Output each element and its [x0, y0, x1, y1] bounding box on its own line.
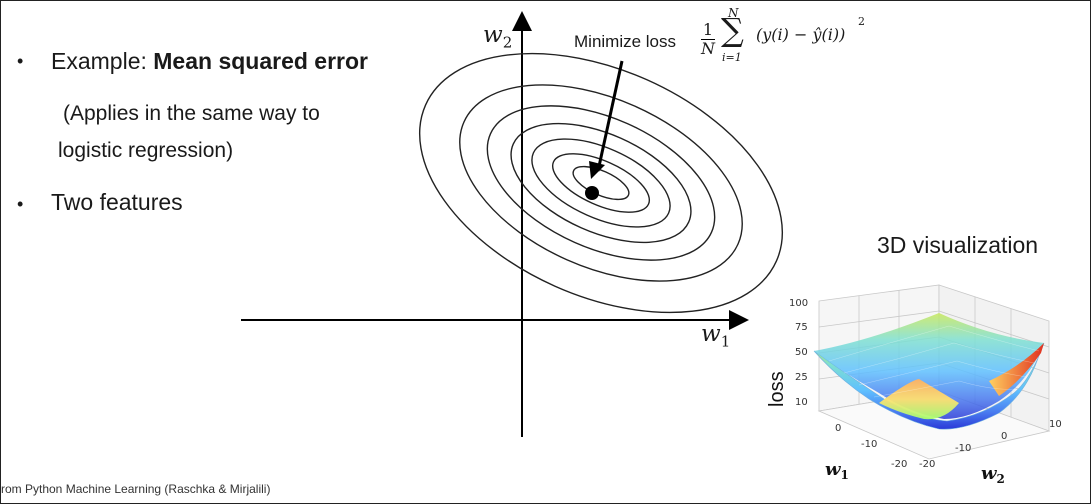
w1-tick-label: -10 — [861, 439, 877, 450]
loss-surface-plot: 100 75 50 25 10 0 -10 -20 10 0 -10 -20 l… — [766, 284, 1062, 486]
w2-tick-label: 0 — [1001, 431, 1007, 442]
mesh-line — [858, 360, 1028, 386]
mesh-line — [828, 325, 1040, 362]
formula-sum-sign: ∑ — [721, 11, 744, 49]
z-axis-label: loss — [766, 371, 788, 407]
contour-ring — [459, 84, 743, 282]
loss-surface-top — [814, 313, 1044, 419]
contour-ring — [531, 138, 671, 228]
w1-3d-label-sub: 1 — [841, 468, 849, 482]
w1-axis-label-letter: w — [701, 321, 721, 347]
z-tick-label: 50 — [795, 347, 808, 358]
source-credit: rom Python Machine Learning (Raschka & M… — [1, 482, 271, 496]
bullet-example-bold: Mean squared error — [153, 48, 369, 74]
w2-3d-label: w2 — [981, 463, 1005, 486]
bullet-two-features: Two features — [51, 189, 183, 215]
viz3d-title: 3D visualization — [877, 232, 1039, 258]
minimum-point — [585, 186, 599, 200]
w2-3d-label-letter: w — [981, 463, 998, 484]
bullet-example: Example: Mean squared error — [51, 48, 368, 75]
grid-line — [938, 310, 1050, 348]
w2-axis-label-letter: w — [483, 22, 503, 48]
surface-mesh — [828, 325, 1040, 398]
formula-sum-top: N — [728, 6, 739, 20]
formula-sum-bottom: i=1 — [722, 51, 742, 64]
w2-ticks: 10 0 -10 -20 — [919, 419, 1062, 470]
formula-fraction: 1 N — [701, 21, 715, 58]
z-ticks: 100 75 50 25 10 — [789, 298, 808, 408]
contour-ring — [418, 52, 784, 314]
contour-ring — [510, 122, 692, 244]
w2-tick-label: 10 — [1049, 419, 1062, 430]
grid-line — [818, 310, 940, 328]
bullet-marker-1: • — [17, 51, 24, 71]
w2-axis-label: w2 — [483, 22, 512, 52]
w2-tick-label: -20 — [919, 459, 935, 470]
w2-axis-label-sub: 2 — [502, 33, 513, 52]
w2-tick-label: -10 — [955, 443, 971, 454]
w1-axis-label-sub: 1 — [720, 332, 731, 351]
mesh-line — [873, 380, 1018, 398]
sub-line-1: (Applies in the same way to — [63, 102, 320, 125]
pointer-arrowhead — [589, 161, 605, 179]
z-tick-label: 100 — [789, 298, 808, 309]
mse-formula: 1 N N ∑ i=1 (y(i) − ŷ(i)) 2 — [701, 6, 871, 73]
pointer-arrow — [596, 60, 624, 172]
w1-tick-label: -20 — [891, 459, 907, 470]
contour-ring — [551, 153, 651, 213]
loss-surface-red-edge — [989, 343, 1044, 396]
formula-numerator: 1 — [701, 20, 715, 40]
minimize-loss-label: Minimize loss — [574, 32, 677, 51]
w1-axis-label: w1 — [701, 321, 730, 351]
z-tick-label: 10 — [795, 397, 808, 408]
sub-line-2: logistic regression) — [58, 139, 234, 162]
w2-3d-label-sub: 2 — [997, 472, 1005, 486]
w1-3d-label-letter: w — [825, 459, 842, 480]
loss-surface-warm-band — [879, 379, 959, 420]
mesh-line — [843, 342, 1035, 374]
bullet-example-prefix: Example: — [51, 48, 154, 74]
formula-exponent: 2 — [858, 15, 865, 28]
z-tick-label: 75 — [795, 322, 808, 333]
formula-body: (y(i) − ŷ(i)) — [756, 25, 846, 44]
w1-tick-label: 0 — [835, 423, 841, 434]
formula-denominator: N — [701, 39, 715, 58]
z-tick-label: 25 — [795, 372, 808, 383]
w1-ticks: 0 -10 -20 — [835, 423, 907, 470]
w1-3d-label: w1 — [825, 459, 849, 482]
bullet-marker-2: • — [17, 194, 24, 214]
